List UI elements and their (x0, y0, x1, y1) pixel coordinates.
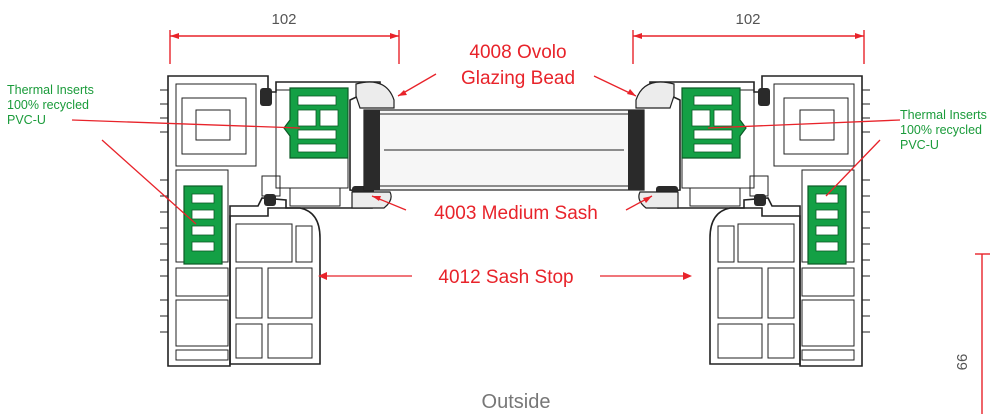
thermal-right-line2: 100% recycled (900, 123, 982, 137)
thermal-left-line1: Thermal Inserts (7, 83, 94, 97)
sash-stop-label: 4012 Sash Stop (438, 267, 573, 288)
dimension-left-label: 102 (271, 11, 296, 28)
thermal-right-line3: PVC-U (900, 138, 939, 152)
left-thermal-insert-lower (183, 185, 223, 265)
glazing-unit (363, 109, 645, 191)
glazing-bead-label-line1: 4008 Ovolo (469, 42, 566, 63)
dimension-height: 99 (953, 253, 990, 414)
thermal-right-line1: Thermal Inserts (900, 108, 987, 122)
dimension-right-width: 102 (632, 11, 865, 64)
annotation-leaders (71, 73, 901, 280)
left-thermal-insert-upper (283, 87, 349, 159)
medium-sash-label: 4003 Medium Sash (434, 203, 598, 224)
dimension-left-width: 102 (169, 11, 400, 64)
thermal-left-line3: PVC-U (7, 113, 46, 127)
thermal-left-line2: 100% recycled (7, 98, 89, 112)
outside-label: Outside (482, 391, 551, 413)
dimension-height-label: 99 (953, 354, 970, 371)
glazing-bead-label-line2: Glazing Bead (461, 68, 575, 89)
right-frame-profile (635, 75, 870, 367)
dimension-right-label: 102 (735, 11, 760, 28)
left-frame-profile (160, 75, 395, 367)
